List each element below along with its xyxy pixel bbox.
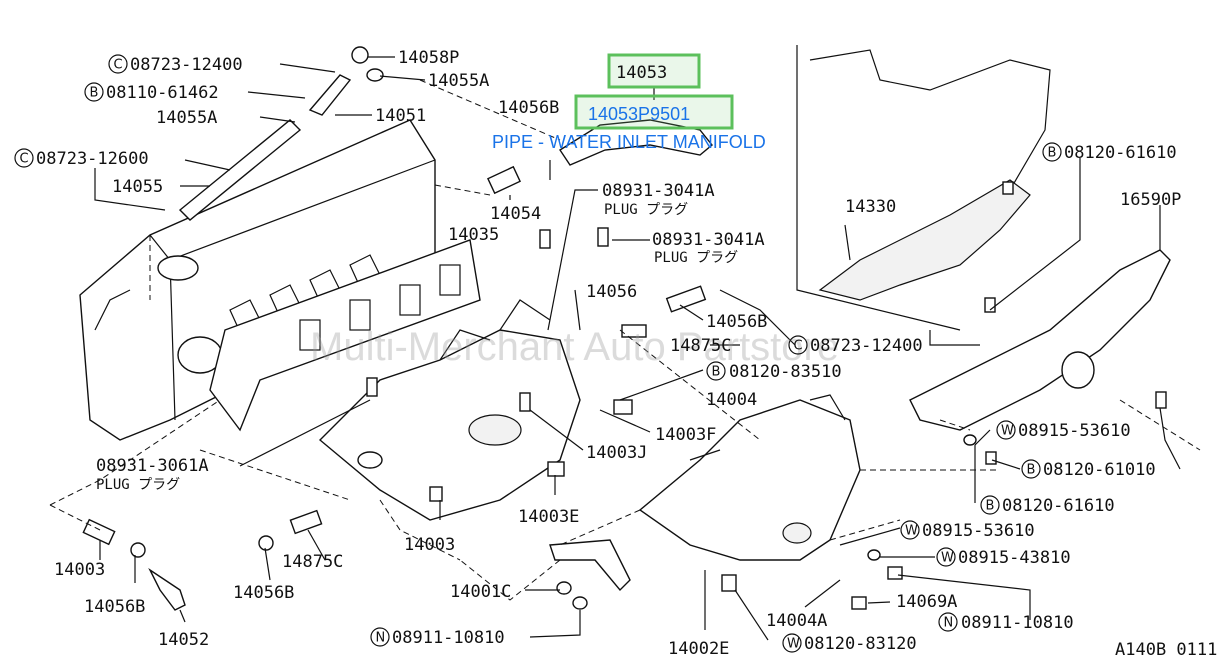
hose-14054 — [487, 165, 521, 195]
intake-manifold — [318, 329, 581, 521]
label-14058p: 14058P — [398, 48, 459, 68]
exhaust-manifold — [638, 399, 861, 561]
engine-linework — [79, 45, 1171, 611]
label-14002e: 14002E — [668, 639, 729, 659]
label-14056b-top: 14056B — [498, 98, 559, 118]
label-14055a-top: 14055A — [428, 71, 489, 91]
part-description-link[interactable]: PIPE - WATER INLET MANIFOLD — [492, 132, 766, 152]
label-14054: 14054 — [490, 204, 541, 224]
dashed-lines — [49, 79, 1201, 601]
label-08931-3041a-2: 08931-3041A — [652, 230, 765, 250]
label-08723-12400-top: 08723-12400 — [130, 55, 243, 75]
heat-insulator-16590p — [909, 249, 1171, 431]
label-08120-61010: 08120-61010 — [1043, 460, 1156, 480]
label-14003-mid: 14003 — [404, 535, 455, 555]
label-plug-2: PLUG プラグ — [654, 250, 738, 266]
label-14056: 14056 — [586, 282, 637, 302]
part-number-link[interactable]: 14053P9501 — [588, 104, 690, 124]
svg-text:B: B — [986, 499, 995, 514]
part-number-box[interactable] — [574, 94, 734, 130]
svg-text:B: B — [712, 365, 721, 380]
watermark: Multi-Merchant Auto Partstore — [310, 325, 839, 369]
svg-text:B: B — [1027, 463, 1036, 478]
leader-lines — [94, 56, 1181, 641]
label-08931-3041a-1: 08931-3041A — [602, 181, 715, 201]
oil-cap — [157, 255, 199, 281]
label-14875c-mid: 14875C — [670, 336, 731, 356]
label-14056b-low-left: 14056B — [84, 597, 145, 617]
label-14056b-low-right: 14056B — [233, 583, 294, 603]
label-08120-61610-top: 08120-61610 — [1064, 143, 1177, 163]
label-08931-3061a: 08931-3061A — [96, 456, 209, 476]
label-14003j: 14003J — [586, 443, 647, 463]
hose-14055 — [178, 119, 302, 221]
label-14035: 14035 — [448, 225, 499, 245]
label-14004: 14004 — [706, 390, 757, 410]
label-14055: 14055 — [112, 177, 163, 197]
svg-text:W: W — [905, 524, 918, 539]
label-14003e: 14003E — [518, 507, 579, 527]
label-08120-83510: 08120-83510 — [729, 362, 842, 382]
svg-text:W: W — [941, 551, 954, 566]
highlighted-part-hotspot[interactable]: 14053 14053P9501 PIPE - WATER INLET MANI… — [492, 53, 766, 152]
exhaust-pipe — [549, 539, 631, 592]
label-14330: 14330 — [845, 197, 896, 217]
label-08120-83120: 08120-83120 — [804, 634, 917, 654]
svg-text:N: N — [376, 631, 386, 646]
label-plug-3: PLUG プラグ — [96, 477, 180, 493]
label-08915-53610-low: 08915-53610 — [922, 521, 1035, 541]
label-14069a: 14069A — [896, 592, 957, 612]
ref-number[interactable]: 14053 — [616, 63, 667, 83]
svg-text:B: B — [1048, 146, 1057, 161]
svg-text:B: B — [90, 86, 99, 101]
part-labels: 08723-12400 14058P 14055A 08110-61462 14… — [36, 48, 1217, 660]
label-14055a-left: 14055A — [156, 108, 217, 128]
label-plug-1: PLUG プラグ — [604, 202, 688, 218]
label-14004a: 14004A — [766, 611, 827, 631]
ref-number-box[interactable] — [607, 53, 701, 89]
label-14875c-low: 14875C — [282, 552, 343, 572]
diagram-code: A140B 0111 — [1115, 640, 1217, 660]
svg-text:C: C — [20, 152, 29, 167]
svg-text:W: W — [787, 637, 800, 652]
svg-text:C: C — [794, 339, 803, 354]
heat-shield-14330 — [818, 179, 1031, 301]
label-08915-53610-up: 08915-53610 — [1018, 421, 1131, 441]
svg-text:W: W — [1001, 424, 1014, 439]
svg-text:C: C — [114, 58, 123, 73]
label-16590p: 16590P — [1120, 190, 1181, 210]
label-08911-10810-left: 08911-10810 — [392, 628, 505, 648]
label-14003f: 14003F — [655, 425, 716, 445]
gasket-14035 — [209, 239, 481, 432]
label-08723-12400-mid: 08723-12400 — [810, 336, 923, 356]
label-14052: 14052 — [158, 630, 209, 650]
circled-letter-markers: C B C B C B W B B W W N N W — [14, 54, 1062, 653]
pipe-water-inlet-manifold — [559, 119, 713, 166]
label-08723-12600: 08723-12600 — [36, 149, 149, 169]
label-14051: 14051 — [375, 106, 426, 126]
label-08110-61462: 08110-61462 — [106, 83, 219, 103]
label-14056b-mid: 14056B — [706, 312, 767, 332]
label-08915-43810: 08915-43810 — [958, 548, 1071, 568]
svg-text:N: N — [944, 616, 954, 631]
label-08120-61610-low: 08120-61610 — [1002, 496, 1115, 516]
label-14003-left: 14003 — [54, 560, 105, 580]
label-14001c: 14001C — [450, 582, 511, 602]
label-08911-10810-right: 08911-10810 — [961, 613, 1074, 633]
